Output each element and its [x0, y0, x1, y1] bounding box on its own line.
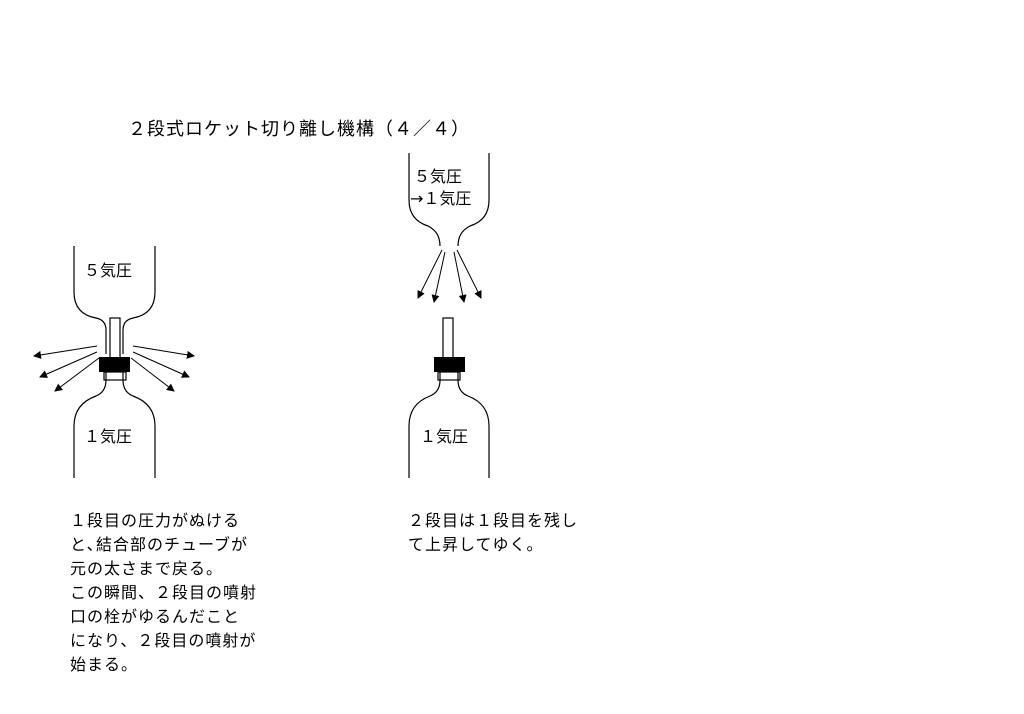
page-title: ２段式ロケット切り離し機構（４／４） [128, 119, 470, 140]
left-caption-line: 元の太さまで戻る。 [70, 559, 224, 578]
left-caption-line: この瞬間、２段目の噴射 [70, 583, 258, 602]
right-caption: ２段目は１段目を残し て上昇してゆく。 [408, 509, 578, 557]
left-caption-line: と､結合部のチューブが [70, 535, 249, 554]
left-lower-pressure-label: １気圧 [84, 427, 132, 446]
right-plug [434, 357, 465, 372]
left-caption-line: 口の栓がゆるんだこと [70, 607, 241, 626]
right-upper-pressure-label-line1: ５気圧 [414, 167, 462, 186]
right-exhaust-arrows [417, 249, 482, 303]
right-upper-bottle [408, 153, 441, 247]
left-upper-bottle [73, 246, 107, 354]
left-nozzle-tube [109, 317, 121, 359]
left-air-escape-arrows [33, 345, 195, 392]
right-assembly [408, 153, 490, 478]
left-caption-line: になり、２段目の噴射が [70, 631, 257, 650]
left-assembly [73, 246, 156, 478]
right-nozzle-tube [442, 317, 454, 359]
right-caption-line: て上昇してゆく。 [408, 535, 544, 554]
left-plug [99, 357, 130, 372]
right-lower-pressure-label: １気圧 [420, 427, 468, 446]
left-caption: １段目の圧力がぬける と､結合部のチューブが 元の太さまで戻る。 この瞬間、２段… [70, 509, 257, 677]
left-caption-line: 始まる。 [70, 655, 139, 674]
right-caption-line: ２段目は１段目を残し [408, 511, 579, 530]
right-lower-bottle [408, 372, 441, 478]
left-upper-pressure-label: ５気圧 [84, 261, 132, 280]
right-upper-pressure-label-line2: →１気圧 [410, 189, 471, 208]
left-lower-bottle [73, 372, 107, 478]
left-caption-line: １段目の圧力がぬける [70, 511, 241, 530]
